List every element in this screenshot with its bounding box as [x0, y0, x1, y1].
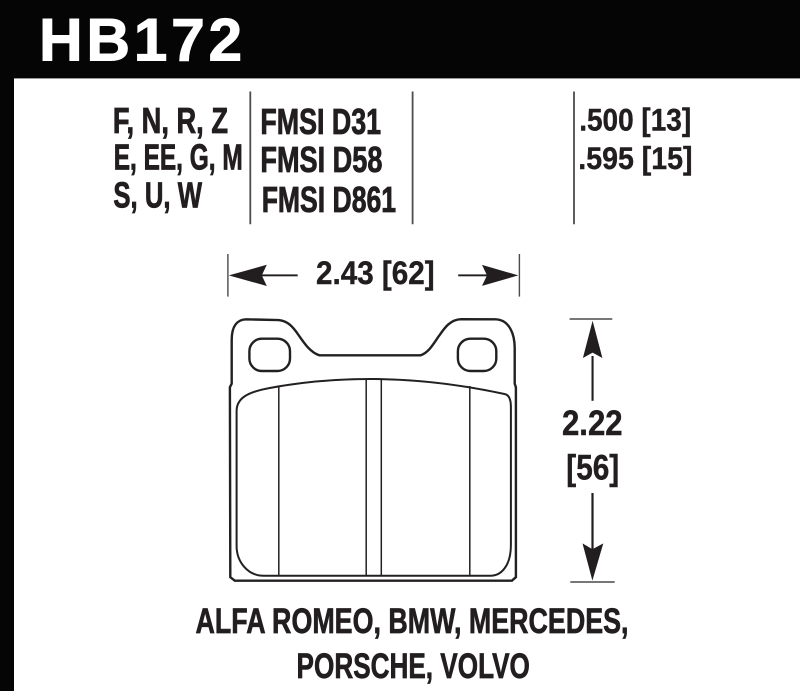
- svg-text:FMSI D861: FMSI D861: [262, 179, 396, 220]
- svg-text:2.22: 2.22: [562, 404, 623, 443]
- svg-text:FMSI D31: FMSI D31: [260, 101, 381, 142]
- svg-text:PORSCHE, VOLVO: PORSCHE, VOLVO: [297, 646, 530, 686]
- svg-text:[56]: [56]: [566, 448, 619, 487]
- svg-text:E, EE, G, M: E, EE, G, M: [114, 137, 243, 178]
- svg-text:2.43 [62]: 2.43 [62]: [316, 255, 435, 292]
- svg-text:ALFA ROMEO, BMW, MERCEDES,: ALFA ROMEO, BMW, MERCEDES,: [196, 602, 629, 641]
- svg-text:.500 [13]: .500 [13]: [579, 103, 691, 138]
- svg-text:S, U, W: S, U, W: [113, 174, 202, 216]
- svg-text:FMSI D58: FMSI D58: [260, 139, 382, 180]
- svg-text:HB172: HB172: [39, 6, 246, 74]
- svg-text:.595 [15]: .595 [15]: [578, 142, 692, 176]
- svg-text:F, N, R, Z: F, N, R, Z: [113, 100, 228, 141]
